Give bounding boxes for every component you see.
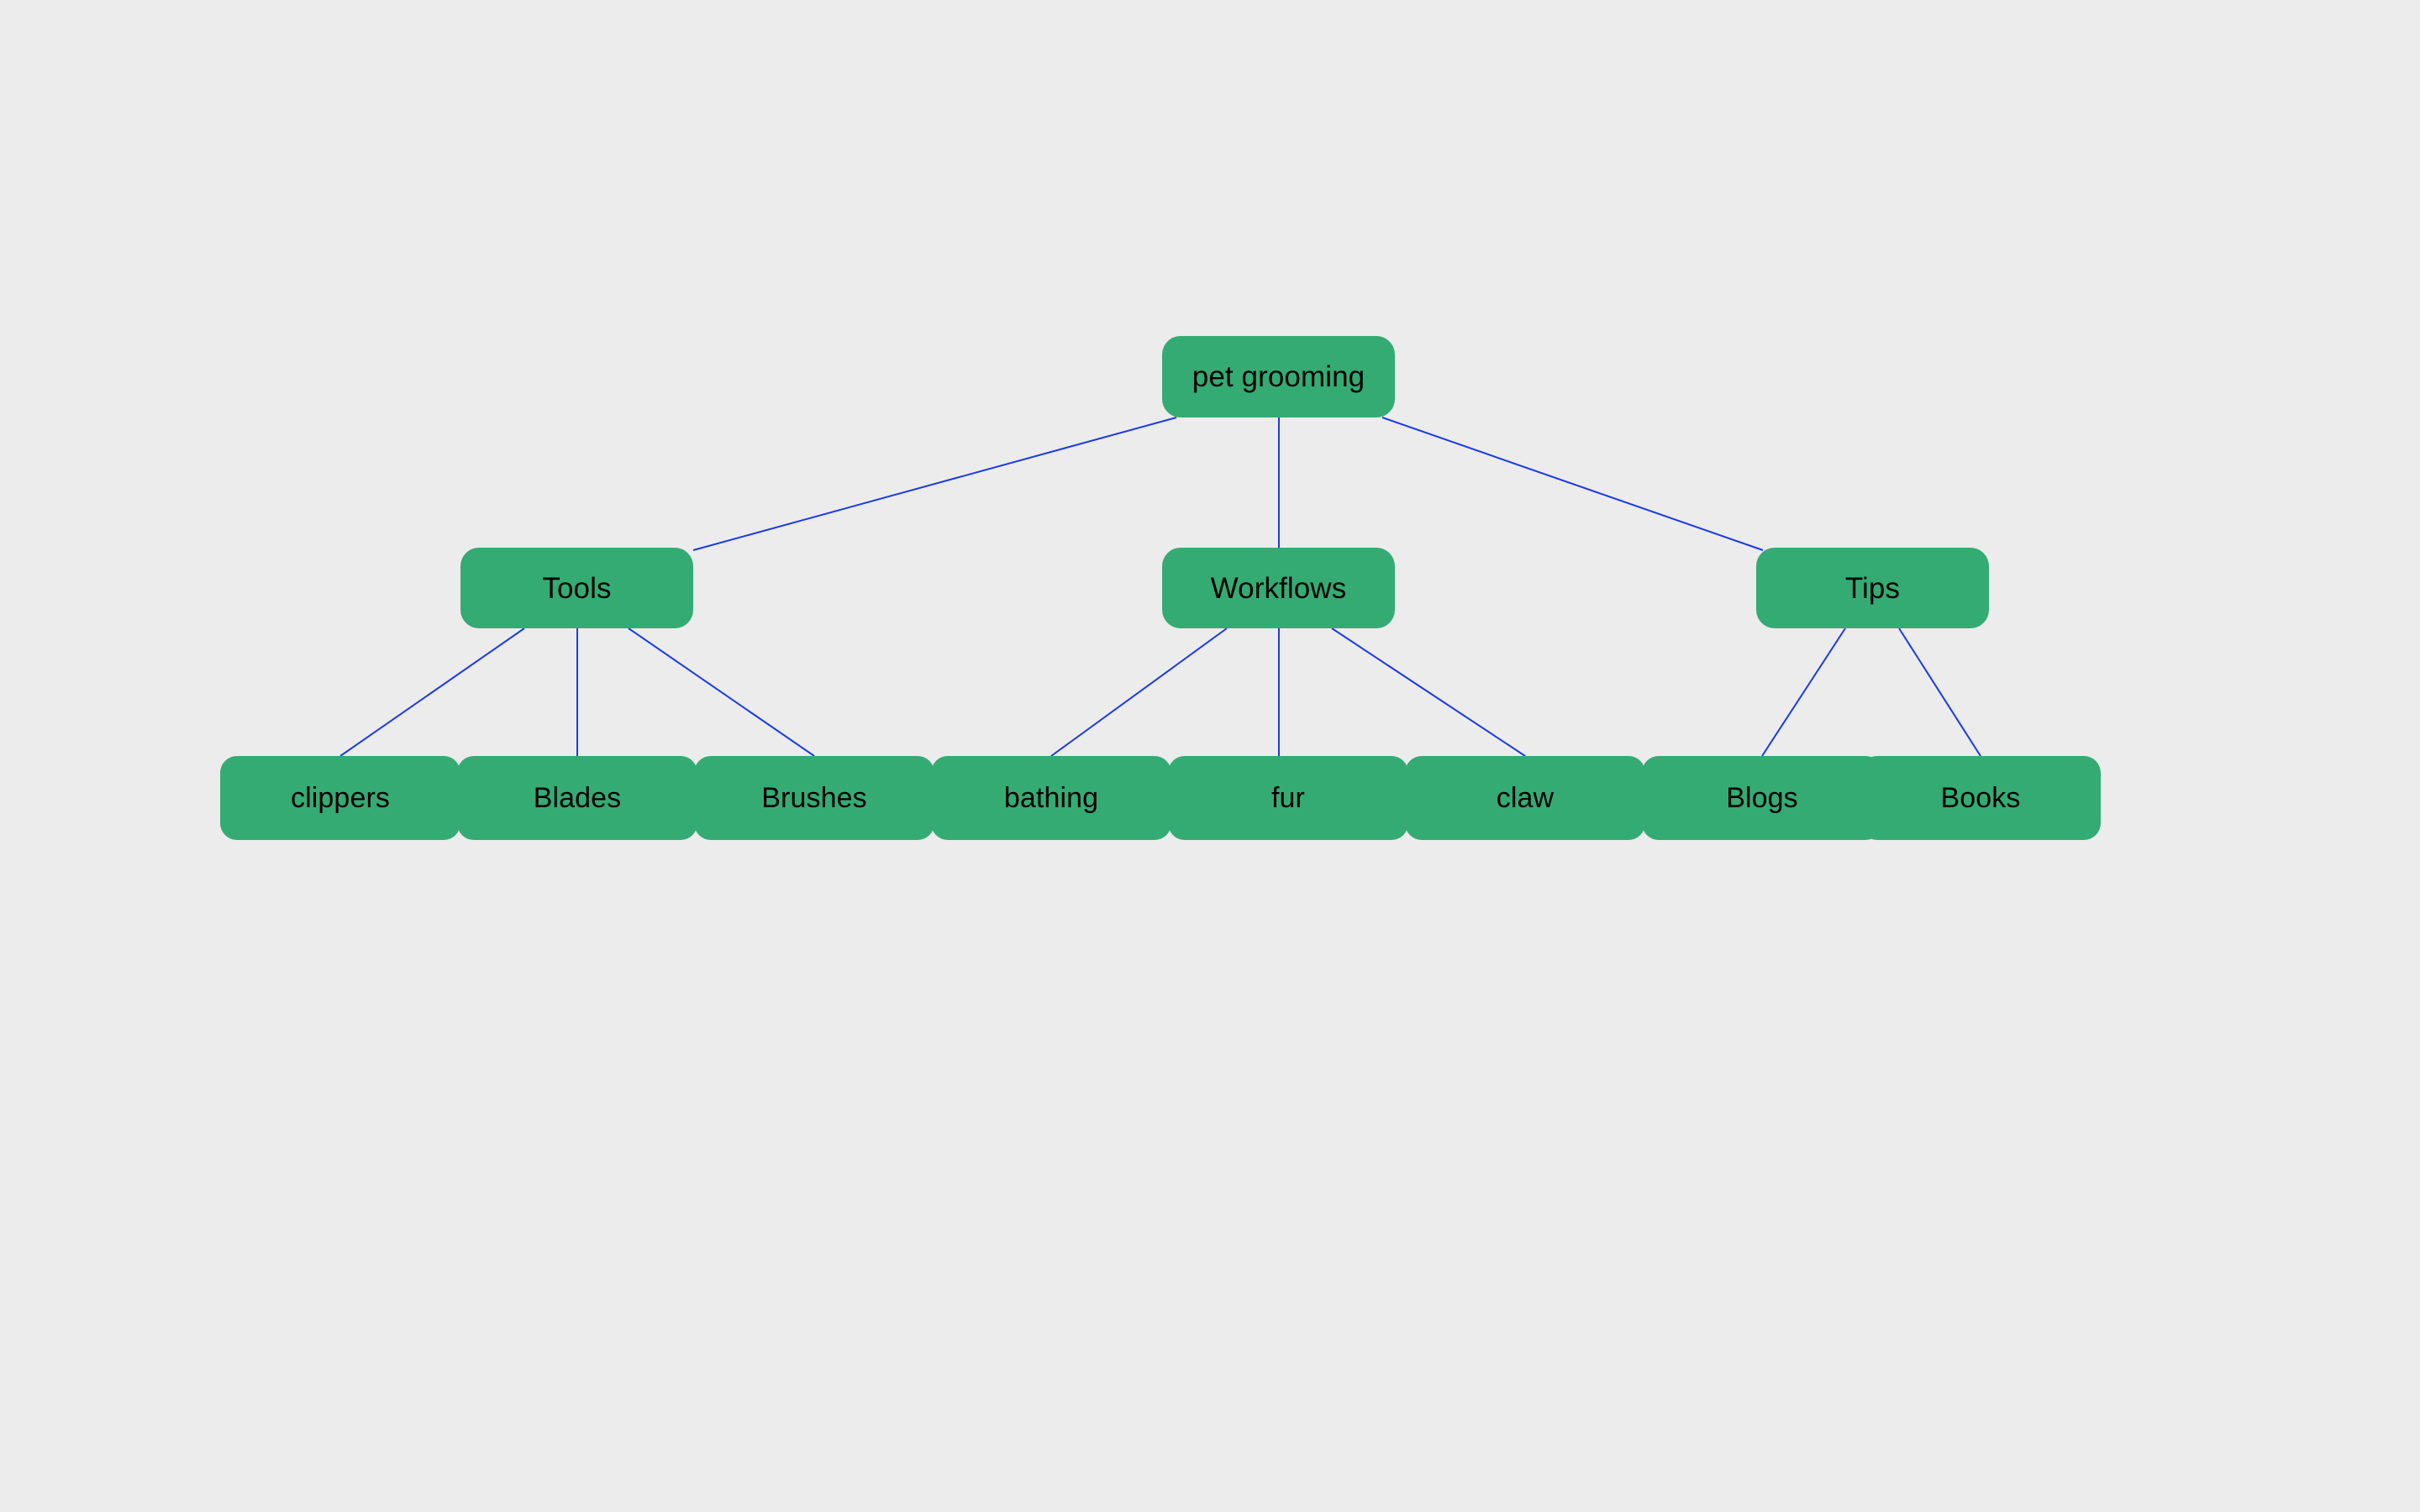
- node-workflows[interactable]: Workflows: [1162, 548, 1395, 628]
- edge-tips-blogs: [1761, 627, 1846, 757]
- edge-root-tips: [1381, 417, 1764, 551]
- node-tools[interactable]: Tools: [460, 548, 693, 628]
- edge-tools-clippers: [339, 627, 525, 757]
- node-root[interactable]: pet grooming: [1162, 336, 1395, 417]
- node-label-books: Books: [1940, 782, 2021, 814]
- node-label-tips: Tips: [1844, 571, 1901, 605]
- edge-workflows-claw: [1331, 627, 1526, 757]
- edge-root-tools: [692, 417, 1177, 551]
- node-label-blades: Blades: [533, 782, 622, 814]
- node-label-bathing: bathing: [1003, 782, 1099, 814]
- node-clippers[interactable]: clippers: [220, 756, 460, 840]
- node-label-root: pet grooming: [1192, 360, 1365, 393]
- node-tips[interactable]: Tips: [1756, 548, 1989, 628]
- node-claw[interactable]: claw: [1405, 756, 1645, 840]
- edge-tools-brushes: [628, 627, 815, 757]
- edge-tips-books: [1898, 627, 1981, 757]
- edge-workflows-bathing: [1050, 627, 1228, 757]
- node-label-clippers: clippers: [291, 782, 390, 814]
- node-label-brushes: Brushes: [761, 782, 867, 814]
- node-label-fur: fur: [1271, 782, 1305, 814]
- node-label-blogs: Blogs: [1726, 782, 1798, 814]
- node-bathing[interactable]: bathing: [931, 756, 1171, 840]
- node-fur[interactable]: fur: [1168, 756, 1408, 840]
- node-label-claw: claw: [1496, 782, 1555, 814]
- node-books[interactable]: Books: [1860, 756, 2101, 840]
- node-blogs[interactable]: Blogs: [1642, 756, 1882, 840]
- node-label-tools: Tools: [542, 571, 612, 605]
- node-blades[interactable]: Blades: [457, 756, 697, 840]
- node-brushes[interactable]: Brushes: [694, 756, 934, 840]
- node-label-workflows: Workflows: [1210, 571, 1347, 605]
